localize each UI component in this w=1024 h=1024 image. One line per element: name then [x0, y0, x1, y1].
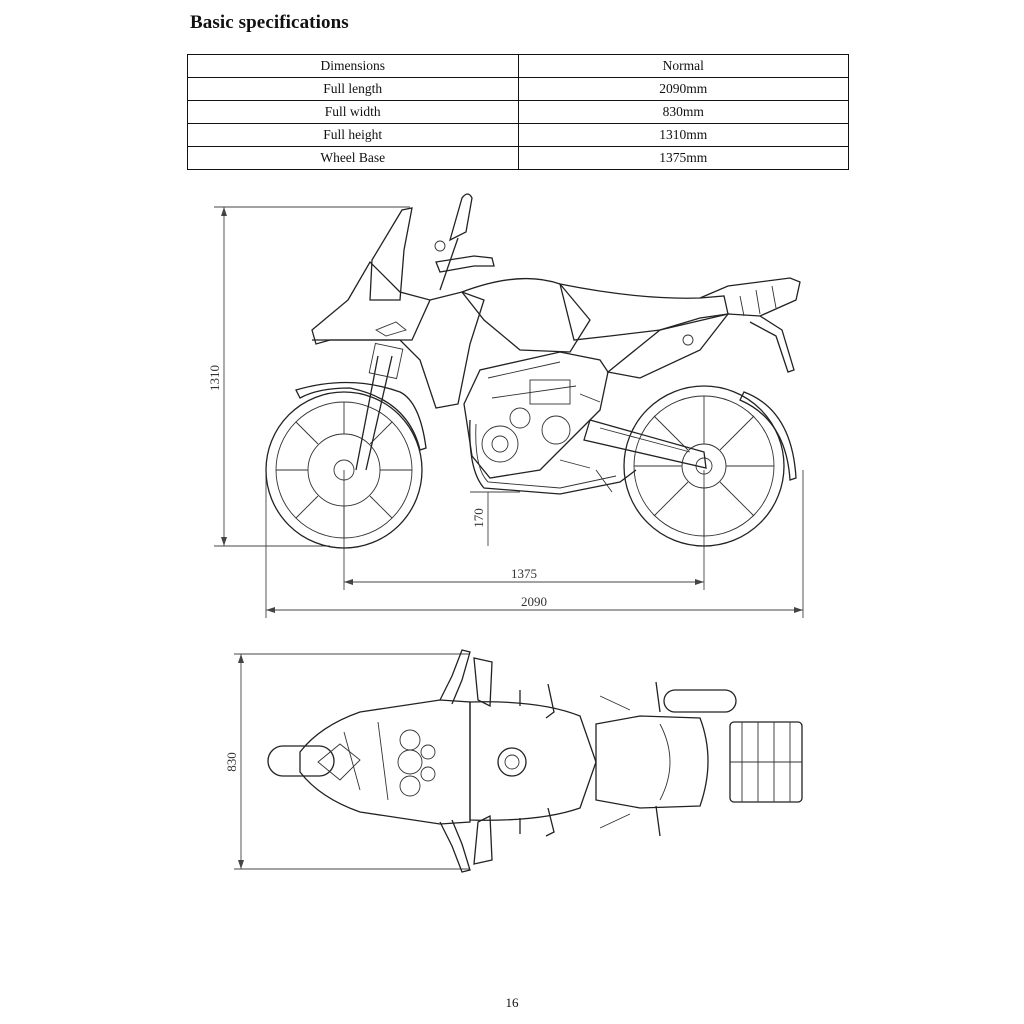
table-cell: Full height [187, 123, 519, 147]
table-cell: Wheel Base [187, 146, 519, 170]
table-cell: 1375mm [517, 146, 849, 170]
dim-clearance-label: 170 [471, 508, 486, 528]
side-view-drawing: 1310 170 1375 2090 [207, 193, 804, 618]
section-heading: Basic specifications [190, 12, 349, 33]
table-row: Full width 830mm [187, 100, 849, 124]
page-number: 16 [505, 995, 519, 1010]
dim-height-label: 1310 [207, 365, 222, 391]
dim-length-label: 2090 [521, 594, 547, 609]
table-row: Full length 2090mm [187, 77, 849, 101]
table-row: Full height 1310mm [187, 123, 849, 147]
spec-table: Dimensions Normal Full length 2090mm Ful… [187, 54, 849, 170]
table-header-row: Dimensions Normal [187, 54, 849, 78]
dim-width-label: 830 [224, 752, 239, 772]
table-row: Wheel Base 1375mm [187, 146, 849, 170]
table-header-cell: Dimensions [187, 54, 519, 78]
dim-wheelbase-label: 1375 [511, 566, 537, 581]
table-cell: Full length [187, 77, 519, 101]
table-cell: 2090mm [517, 77, 849, 101]
top-view-drawing: 830 [224, 649, 803, 873]
